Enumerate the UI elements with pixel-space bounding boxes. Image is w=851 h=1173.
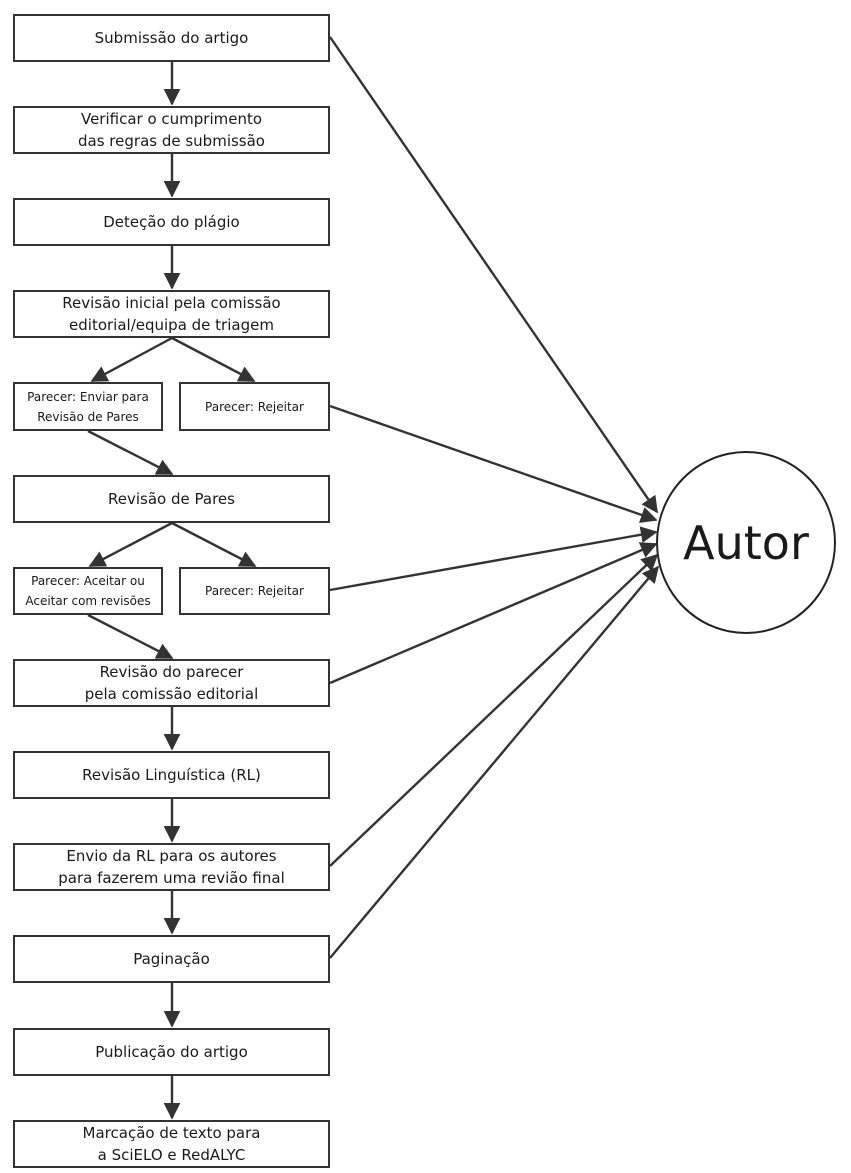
node-revisao-pares: Revisão de Pares (13, 475, 330, 523)
node-parecer-aceitar: Parecer: Aceitar ou Aceitar com revisões (13, 567, 163, 615)
node-publicacao: Publicação do artigo (13, 1028, 330, 1076)
node-revisao-linguistica: Revisão Linguística (RL) (13, 751, 330, 799)
edge-submissao-autor (329, 36, 658, 514)
node-parecer-enviar: Parecer: Enviar para Revisão de Pares (13, 382, 163, 431)
node-envio-rl: Envio da RL para os autores para fazerem… (13, 843, 330, 891)
node-autor: Autor (656, 451, 836, 634)
edge-revisao-parecer-autor (329, 542, 658, 685)
node-marcacao: Marcação de texto para a SciELO e RedALY… (13, 1120, 330, 1168)
node-revisao-parecer: Revisão do parecer pela comissão editori… (13, 659, 330, 707)
edge-revisao-pares-parecer-rejeitar (171, 521, 257, 568)
edge-parecer-rejeitar-2-autor (329, 526, 658, 592)
edge-parecer-aceitar-revisao-parecer (87, 613, 174, 660)
edge-parecer-rejeitar-1-autor (329, 404, 658, 523)
edge-parecer-enviar-revisao-pares (87, 429, 174, 476)
node-submissao: Submissão do artigo (13, 14, 330, 62)
edge-paginacao-autor (329, 565, 660, 959)
edge-revisao-pares-parecer-aceitar (88, 521, 173, 568)
edge-revisao-inicial-parecer-rejeitar (171, 336, 256, 383)
node-detecao: Deteção do plágio (13, 198, 330, 246)
node-paginacao: Paginação (13, 935, 330, 983)
edge-envio-rl-autor (329, 553, 659, 867)
node-parecer-rejeitar-2: Parecer: Rejeitar (179, 567, 330, 615)
node-verificar: Verificar o cumprimento das regras de su… (13, 106, 330, 154)
node-parecer-rejeitar-1: Parecer: Rejeitar (179, 382, 330, 431)
edge-revisao-inicial-parecer-enviar (90, 336, 173, 383)
node-revisao-inicial: Revisão inicial pela comissão editorial/… (13, 290, 330, 338)
